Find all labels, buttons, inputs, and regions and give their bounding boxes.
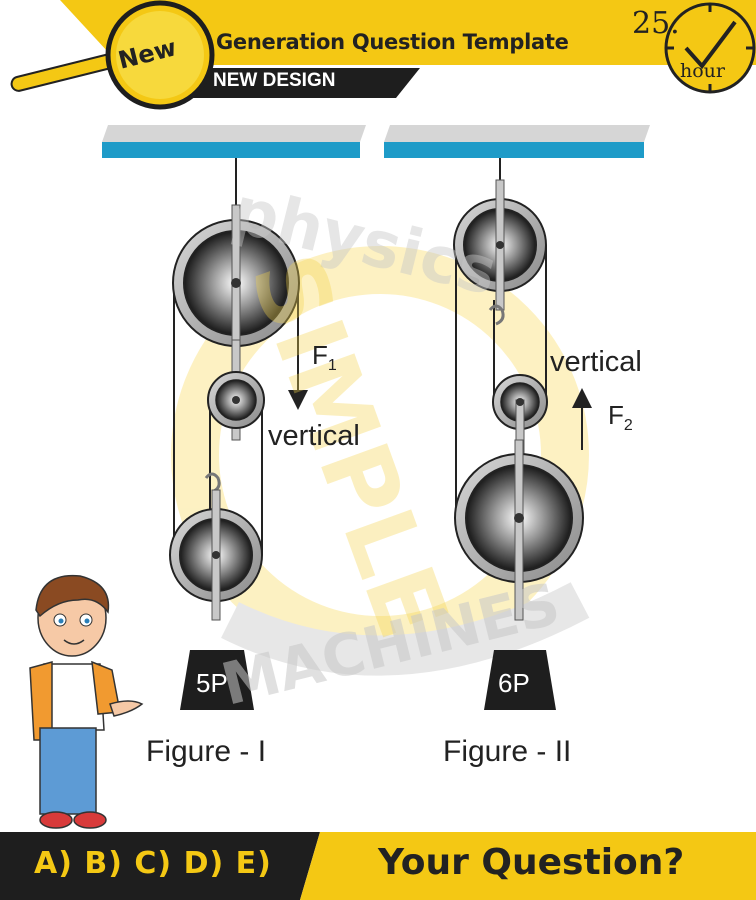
page-title: Generation Question Template <box>216 30 569 54</box>
magnifier-icon <box>10 0 215 110</box>
answer-options: A) B) C) D) E) <box>34 846 272 881</box>
figure1-force-subscript: 1 <box>327 357 337 375</box>
ceiling-left <box>102 125 366 158</box>
figure1-weight-label: 5P <box>196 668 228 698</box>
figure2-force-label: F2 <box>608 400 633 435</box>
figure1-small-pulley <box>207 339 265 441</box>
clock-icon <box>664 2 756 94</box>
figure1-direction-label: vertical <box>268 420 360 452</box>
figure2-force-letter: F <box>608 400 624 430</box>
figure1-upper-pulley <box>172 204 300 356</box>
figure2-force-subscript: 2 <box>623 417 633 435</box>
figure1-lower-pulley <box>169 489 263 621</box>
ceiling-right <box>384 125 650 158</box>
figure2-direction-label: vertical <box>550 346 642 378</box>
figure2-lower-pulley <box>454 439 584 621</box>
figure1-hook <box>204 472 221 494</box>
question-prompt: Your Question? <box>378 842 685 883</box>
footer-bar <box>0 832 756 900</box>
figure1-weight <box>180 650 254 710</box>
boy-illustration <box>29 574 144 829</box>
figure2-weight-label: 6P <box>498 668 530 698</box>
header-banner <box>60 0 756 98</box>
figure2-weight <box>484 650 556 710</box>
figure1-caption: Figure - I <box>146 735 267 768</box>
figure1-force-letter: F <box>312 340 328 370</box>
clock-number: 25. <box>632 6 680 41</box>
clock-unit: hour <box>680 60 725 82</box>
figure2-upper-pulley <box>453 179 547 311</box>
figure2-hook <box>488 304 505 326</box>
watermark-art <box>171 246 590 676</box>
subtitle-banner: NEW DESIGN <box>213 70 336 91</box>
figure2-caption: Figure - II <box>443 735 572 768</box>
figure1-force-label: F1 <box>312 340 337 375</box>
